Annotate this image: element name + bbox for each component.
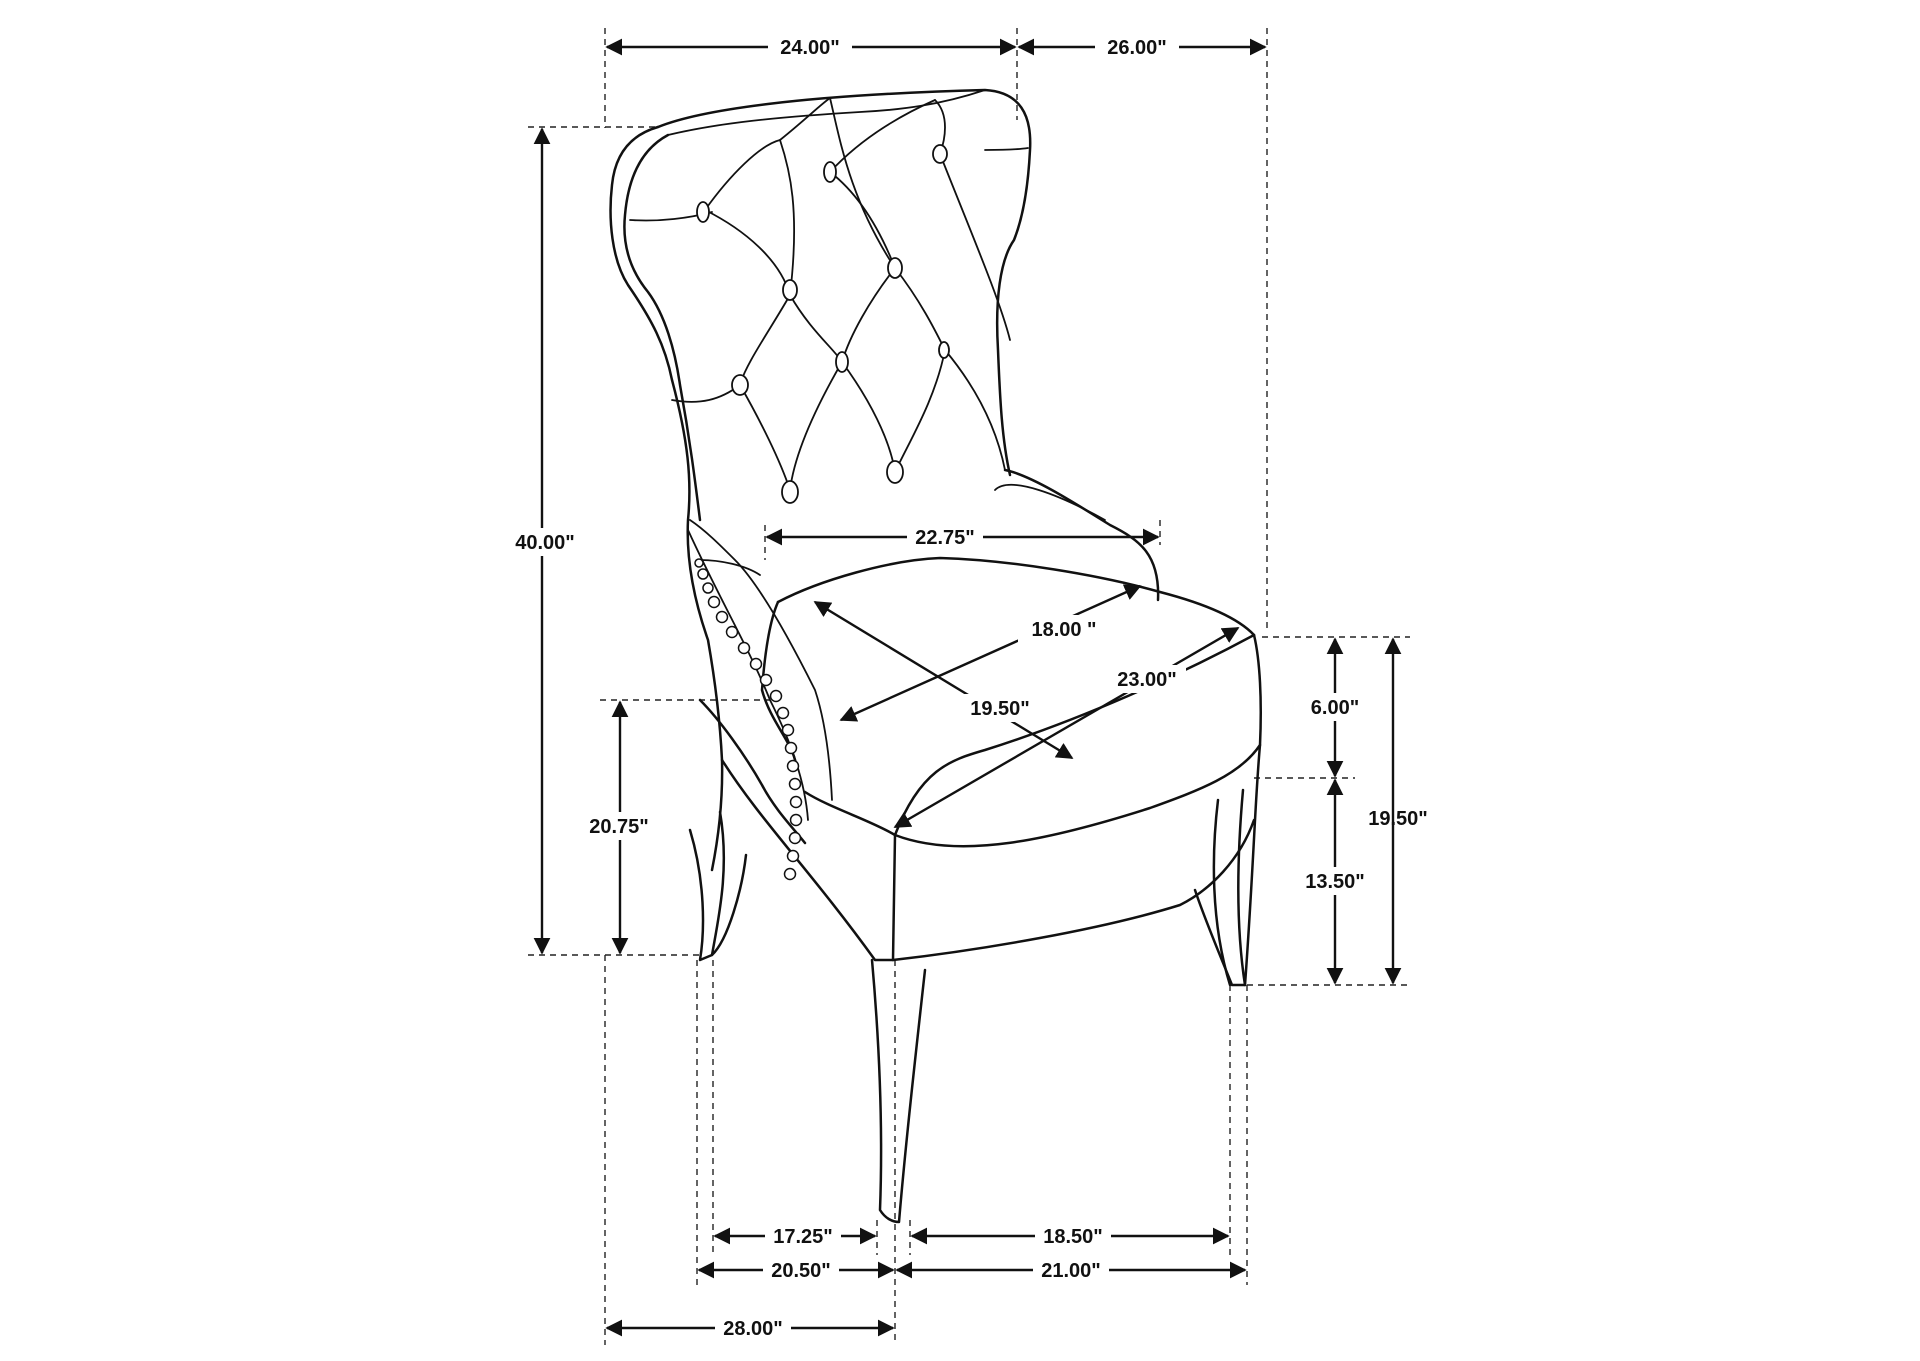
label-base-span-b: 21.00": [1041, 1260, 1101, 1282]
label-cushion-height: 6.00": [1311, 697, 1359, 719]
label-leg-span-a: 17.25": [773, 1226, 833, 1248]
label-seat-width-back: 22.75": [915, 527, 975, 549]
label-top-depth: 26.00": [1107, 37, 1167, 59]
label-overall-height: 40.00": [515, 532, 575, 554]
label-seat-front-diag: 23.00": [1117, 669, 1177, 691]
dimension-labels: 24.00" 26.00" 40.00" 20.75" 22.75" 18.00…: [515, 37, 1428, 1340]
label-seat-depth-diag: 18.00 ": [1031, 619, 1096, 641]
label-seat-height: 19.50": [1368, 808, 1428, 830]
label-arm-height: 20.75": [589, 816, 649, 838]
nailhead-trim: [694, 558, 803, 881]
chair-line-drawing: [609, 88, 1262, 1224]
label-backgrounds: [510, 34, 1370, 1341]
dimension-arrows: [533, 38, 1402, 1337]
label-base-span-a: 20.50": [771, 1260, 831, 1282]
label-seat-diag-a: 19.50": [970, 698, 1030, 720]
label-leg-span-b: 18.50": [1043, 1226, 1103, 1248]
label-top-width: 24.00": [780, 37, 840, 59]
label-leg-height: 13.50": [1305, 871, 1365, 893]
label-base-total: 28.00": [723, 1318, 783, 1340]
extension-lines: [528, 28, 1410, 1345]
